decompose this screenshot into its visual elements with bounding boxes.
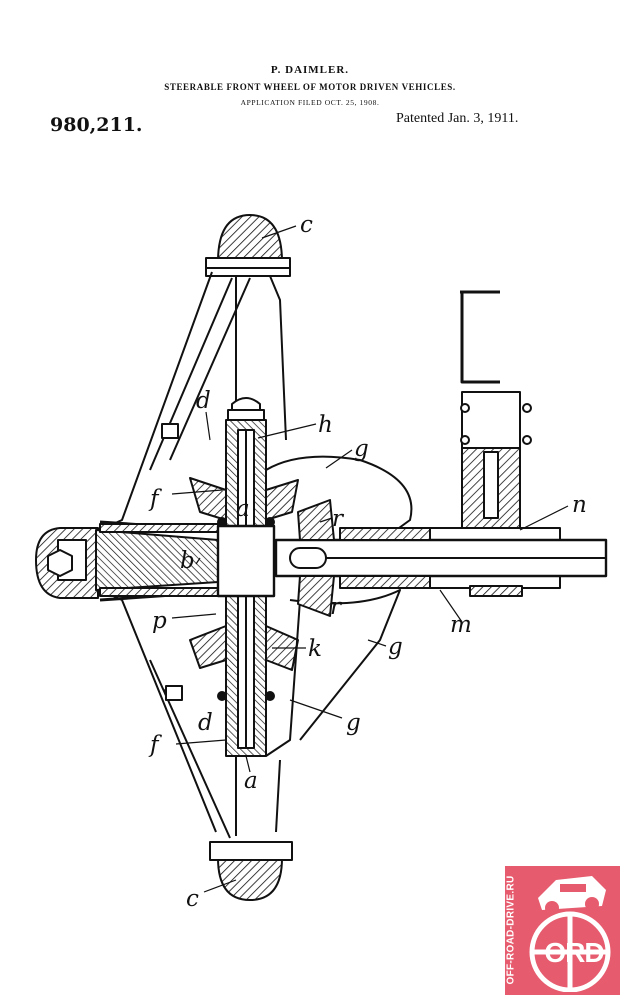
label-g-top: g	[354, 436, 369, 462]
watermark-logo-text: ORD	[544, 937, 604, 968]
lower-bevel-gear	[189, 625, 227, 669]
label-g-right: g	[388, 634, 403, 660]
globe-icon	[529, 876, 611, 992]
label-b: b	[180, 548, 195, 574]
patent-date: Patented Jan. 3, 1911.	[396, 111, 519, 126]
label-p: p	[152, 608, 167, 634]
bottom-tire	[209, 841, 293, 901]
label-g-bottom: g	[346, 710, 361, 736]
top-tire	[205, 214, 291, 277]
hub-cap	[35, 527, 99, 599]
watermark-side-text: OFF-ROAD-DRIVE.RU	[505, 875, 517, 985]
upper-bevel-gear	[189, 477, 227, 521]
gear-housing	[265, 455, 413, 757]
label-a-top: a	[236, 496, 250, 522]
label-n: n	[572, 492, 587, 518]
shaft-bevel-gear	[297, 499, 335, 541]
inventor-name: P. DAIMLER.	[270, 64, 350, 76]
label-c-bottom: c	[186, 886, 199, 912]
label-h: h	[318, 412, 333, 438]
label-d-bottom: d	[198, 710, 213, 736]
reference-labels: c d h g f a r n b p r k m g d g f a c	[148, 212, 587, 912]
mounting-bracket	[460, 290, 532, 529]
king-pin	[216, 397, 276, 757]
label-r-bottom: r	[330, 594, 343, 620]
label-f-top: f	[148, 486, 162, 512]
label-d-top: d	[196, 388, 211, 414]
application-filed-line: APPLICATION FILED OCT. 25, 1908.	[240, 98, 380, 107]
label-m: m	[450, 612, 472, 638]
label-f-bottom: f	[148, 732, 162, 758]
label-c-top: c	[300, 212, 313, 238]
lower-wheel-disc	[99, 589, 281, 839]
spindle	[95, 529, 219, 591]
label-a-bottom: a	[244, 768, 258, 794]
patent-title: STEERABLE FRONT WHEEL OF MOTOR DRIVEN VE…	[164, 82, 456, 92]
drive-shaft	[274, 527, 608, 597]
label-k: k	[308, 636, 322, 662]
patent-number: 980,211.	[50, 114, 143, 136]
label-r-top: r	[332, 506, 345, 532]
